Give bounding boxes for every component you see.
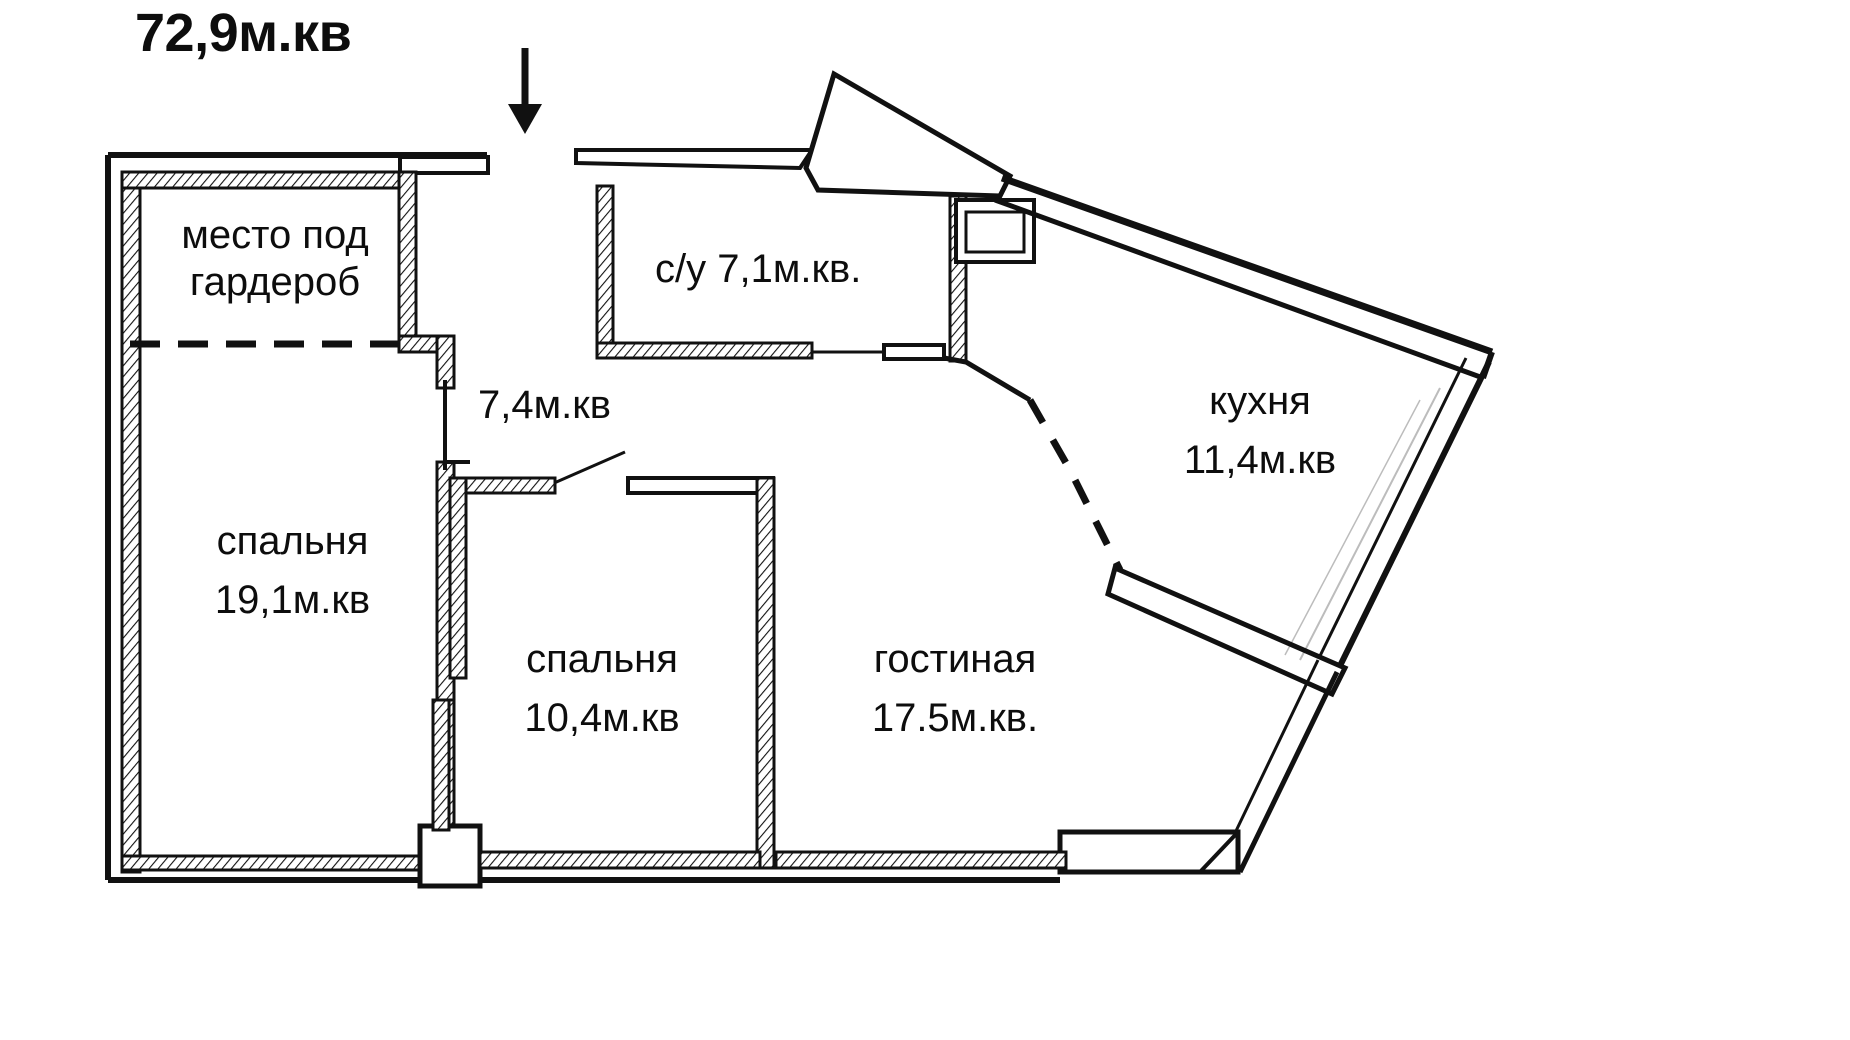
room-label-hall-area: 7,4м.кв (478, 383, 611, 427)
bedroom-2-area: 10,4м.кв (524, 696, 680, 741)
bedroom-1-area: 19,1м.кв (214, 578, 371, 623)
room-label-bathroom: с/у 7,1м.кв. (655, 247, 862, 291)
room-label-living: гостиная 17.5м.кв. (830, 636, 1080, 742)
bedroom2-walls (431, 476, 776, 870)
bedroom-2-name: спальня (526, 637, 678, 681)
kitchen-living-divider-dashed (1026, 398, 1124, 572)
living-name: гостиная (873, 637, 1037, 681)
kitchen-area: 11,4м.кв (1183, 438, 1337, 483)
room-label-bedroom-2: спальня 10,4м.кв (492, 636, 712, 742)
kitchen-name: кухня (1209, 379, 1311, 423)
room-label-bedroom-1: спальня 19,1м.кв (185, 518, 400, 624)
room-label-kitchen: кухня 11,4м.кв (1135, 378, 1385, 484)
page-title: 72,9м.кв (135, 3, 352, 63)
room-label-wardrobe: место под гардероб (170, 212, 380, 306)
inner-guide-lines (1284, 387, 1441, 661)
living-area: 17.5м.кв. (871, 696, 1039, 741)
bathroom-walls (574, 70, 1036, 363)
entrance-arrow-icon (508, 48, 542, 134)
bedroom-1-name: спальня (216, 519, 369, 563)
wardrobe-line-1: место под (181, 213, 369, 257)
right-block-walls (774, 174, 1495, 875)
hall-walls (443, 380, 626, 489)
wardrobe-line-2: гардероб (189, 260, 361, 305)
